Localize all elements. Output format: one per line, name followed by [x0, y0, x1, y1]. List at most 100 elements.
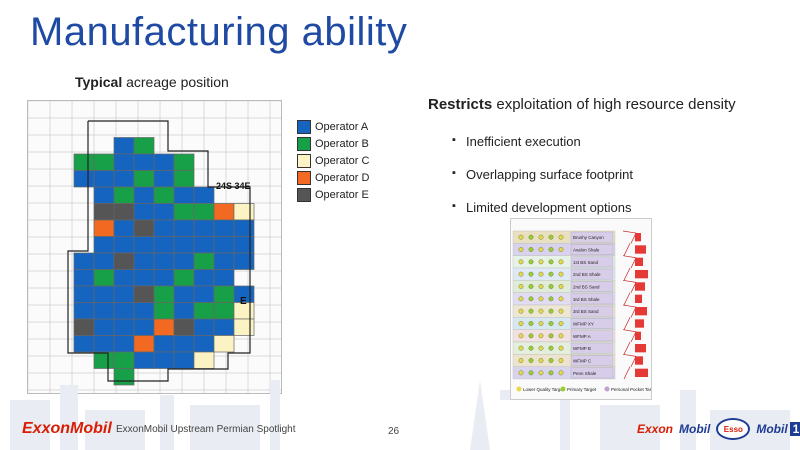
- bullet-icon: ▪: [452, 134, 456, 146]
- acreage-tract: [113, 186, 135, 204]
- legend-item-b: Operator B: [297, 135, 369, 152]
- acreage-tract: [73, 285, 95, 303]
- log-target-dot: [558, 333, 564, 339]
- acreage-tract: [113, 219, 135, 237]
- log-target-dot: [558, 271, 564, 277]
- log-target-dot: [538, 333, 544, 339]
- log-target-dot: [548, 370, 554, 376]
- legend-swatch: [297, 187, 311, 202]
- acreage-tract: [193, 285, 215, 303]
- map-section-cell: [269, 304, 281, 323]
- log-bar: [635, 270, 648, 279]
- legend-label: Operator B: [315, 137, 369, 150]
- log-zone-label-box: [570, 367, 614, 379]
- log-bar: [635, 245, 646, 254]
- acreage-tract: [113, 285, 135, 303]
- log-bar: [635, 257, 643, 266]
- log-target-dot: [518, 345, 524, 351]
- log-zone-label-box: [570, 293, 614, 305]
- legend-item-e: Operator E: [297, 186, 369, 203]
- slide-title: Manufacturing ability: [30, 10, 408, 54]
- map-section-cell: [269, 185, 281, 204]
- acreage-tract: [93, 335, 115, 353]
- bullet-text: Limited development options: [466, 200, 632, 215]
- legend-item-a: Operator A: [297, 118, 369, 135]
- map-section-cell: [159, 389, 183, 393]
- log-legend-label: Primary Target: [567, 387, 597, 392]
- log-zone-label: 1st BS Sand: [573, 260, 599, 265]
- acreage-tract: [93, 318, 115, 336]
- log-target-dot: [528, 345, 534, 351]
- map-township-label: 24S 34E: [216, 181, 251, 191]
- operator-legend: Operator A Operator B Operator C Operato…: [297, 118, 369, 203]
- acreage-tract: [113, 252, 135, 270]
- acreage-tract: [193, 269, 215, 287]
- log-target-dot: [548, 234, 554, 240]
- acreage-tract: [133, 236, 155, 254]
- map-section-cell: [269, 202, 281, 221]
- legend-label: Operator D: [315, 171, 370, 184]
- log-legend-label: Lower Quality Target: [523, 387, 565, 392]
- legend-item-c: Operator C: [297, 152, 369, 169]
- log-target-dot: [528, 321, 534, 326]
- log-zone-label-box: [570, 342, 614, 354]
- acreage-tract: [93, 236, 115, 254]
- acreage-tract: [153, 203, 175, 221]
- bullet-text: Inefficient execution: [466, 134, 581, 149]
- log-zone-label: WFMP A: [573, 334, 591, 339]
- acreage-tract: [153, 285, 175, 303]
- map-caption-bold: Typical: [75, 74, 123, 90]
- map-section-cell: [269, 355, 281, 374]
- log-zone-label-box: [570, 244, 614, 255]
- log-target-dot: [518, 358, 524, 363]
- log-bar: [635, 307, 647, 316]
- restricts-rest: exploitation of high resource density: [492, 96, 736, 113]
- log-legend-dot: [604, 386, 610, 392]
- acreage-tract: [133, 285, 155, 303]
- log-target-dot: [528, 358, 534, 363]
- log-target-dot: [518, 296, 524, 302]
- log-target-dot: [538, 284, 544, 289]
- log-target-dot: [538, 234, 544, 240]
- acreage-tract: [173, 302, 195, 320]
- map-section-cell: [71, 389, 95, 393]
- acreage-tract: [93, 269, 115, 287]
- acreage-tract: [153, 269, 175, 287]
- log-target-dot: [558, 296, 564, 302]
- acreage-tract: [153, 170, 175, 188]
- log-zone-label: 2nd BS Sand: [573, 285, 600, 290]
- acreage-tract: [233, 318, 255, 336]
- log-target-dot: [528, 333, 534, 339]
- log-legend-label: Personal Pocket Target: [611, 387, 651, 392]
- acreage-tract: [113, 335, 135, 353]
- log-target-dot: [538, 259, 544, 265]
- acreage-tract: [133, 335, 155, 353]
- log-curve: [623, 317, 631, 330]
- acreage-tract: [133, 203, 155, 221]
- map-section-cell: [269, 287, 281, 306]
- acreage-tract: [133, 219, 155, 237]
- log-zone-label-box: [570, 231, 614, 243]
- acreage-tract: [213, 203, 235, 221]
- legend-swatch: [297, 119, 311, 134]
- map-section-cell: [269, 101, 281, 119]
- mobil1-word: Mobil: [756, 422, 788, 436]
- log-target-dot: [548, 247, 554, 252]
- log-target-dot: [558, 321, 564, 326]
- log-target-dot: [558, 284, 564, 289]
- acreage-tract: [193, 219, 215, 237]
- log-zone-label: WFMP B: [573, 346, 591, 351]
- restricts-heading: Restricts exploitation of high resource …: [428, 96, 736, 113]
- exxon-logo: Exxon: [637, 422, 674, 436]
- log-curve: [623, 341, 631, 355]
- acreage-tract: [153, 236, 175, 254]
- log-zone-label-box: [570, 281, 614, 292]
- acreage-tract: [133, 269, 155, 287]
- log-target-dot: [538, 345, 544, 351]
- map-section-cell: [269, 168, 281, 187]
- acreage-tract: [213, 269, 235, 287]
- log-target-dot: [518, 308, 524, 314]
- log-target-dot: [558, 259, 564, 265]
